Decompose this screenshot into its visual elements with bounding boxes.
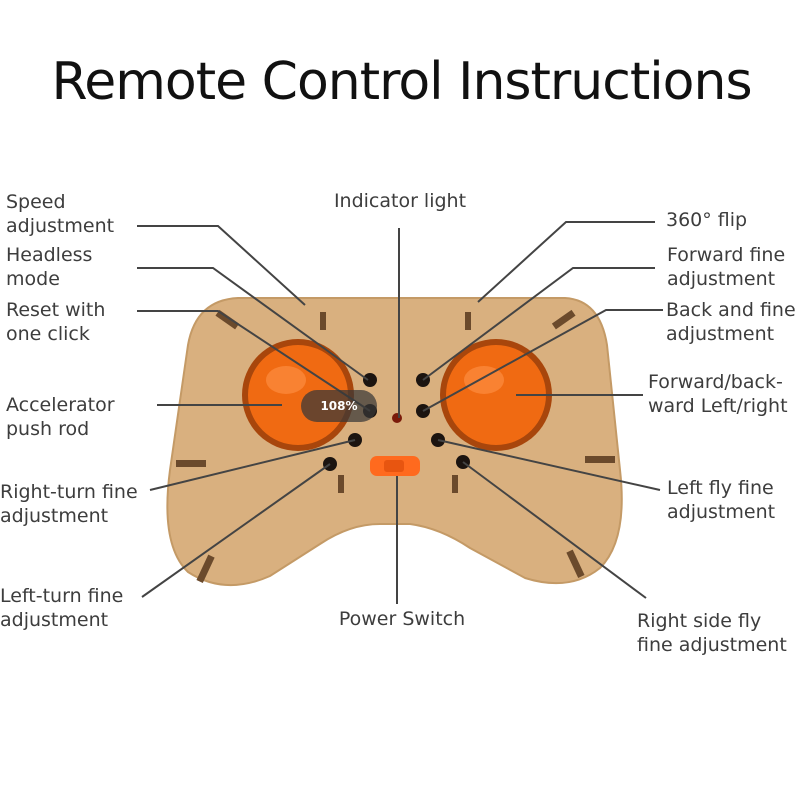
label-headless-mode: Headless mode xyxy=(6,243,92,291)
power-switch-slider xyxy=(384,460,404,472)
leader-flip xyxy=(478,222,655,302)
headless-mode-button xyxy=(363,373,377,387)
controller-board xyxy=(167,298,621,585)
slot xyxy=(585,456,615,463)
slot xyxy=(320,312,326,330)
label-indicator-light: Indicator light xyxy=(320,189,480,213)
slot xyxy=(338,475,344,493)
label-speed-adjustment: Speed adjustment xyxy=(6,190,114,238)
label-power-switch: Power Switch xyxy=(322,607,482,631)
indicator-light xyxy=(392,413,402,423)
label-forward-back-lr: Forward/back- ward Left/right xyxy=(648,370,788,418)
label-forward-fine: Forward fine adjustment xyxy=(667,243,785,291)
label-right-turn-fine: Right-turn fine adjustment xyxy=(0,480,138,528)
label-360-flip: 360° flip xyxy=(666,208,747,232)
zoom-badge[interactable]: 108% xyxy=(301,390,377,422)
label-back-fine: Back and fine adjustment xyxy=(666,298,796,346)
slot xyxy=(452,475,458,493)
slot xyxy=(176,460,206,467)
label-left-turn-fine: Left-turn fine adjustment xyxy=(0,584,123,632)
leader-speed xyxy=(137,226,305,305)
label-left-fly-fine: Left fly fine adjustment xyxy=(667,476,775,524)
label-right-fly-fine: Right side fly fine adjustment xyxy=(637,609,787,657)
label-accelerator: Accelerator push rod xyxy=(6,393,115,441)
label-reset-one-click: Reset with one click xyxy=(6,298,105,346)
slot xyxy=(465,312,471,330)
